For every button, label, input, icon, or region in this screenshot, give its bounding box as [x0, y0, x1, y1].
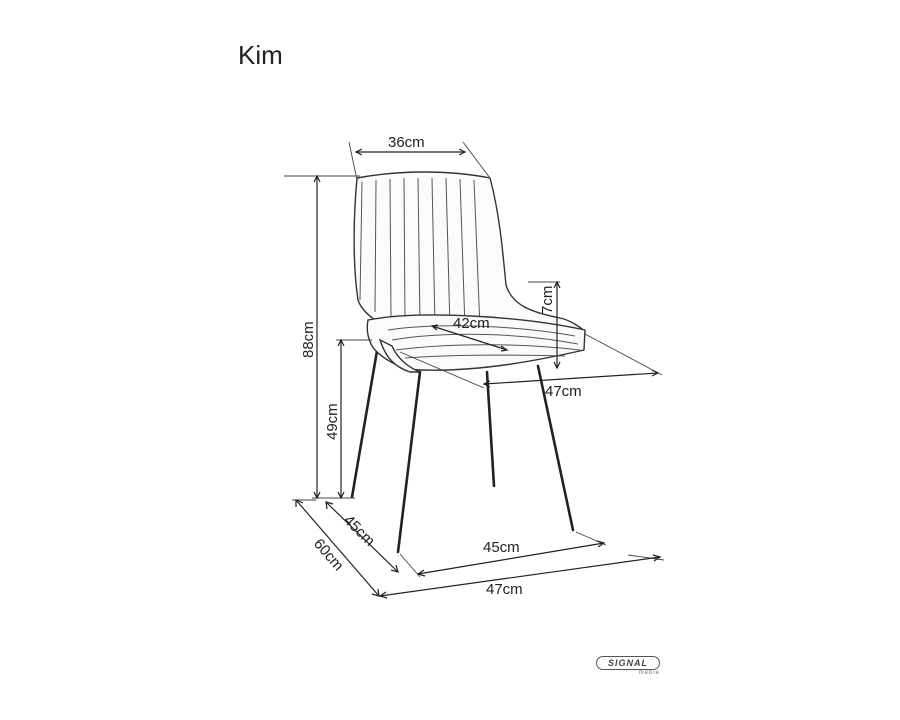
- front-right-leg: [536, 364, 575, 532]
- label-total-height: 88cm: [300, 321, 317, 358]
- chair-illustration: [350, 171, 586, 554]
- rear-right-leg: [485, 370, 496, 488]
- label-armrest-height: 7cm: [539, 286, 556, 314]
- label-seat-width: 47cm: [545, 383, 582, 400]
- front-left-leg: [396, 370, 422, 554]
- product-title: Kim: [238, 40, 283, 70]
- logo-brand: SIGNAL: [596, 656, 660, 670]
- seat-stitching: [387, 325, 581, 359]
- label-base-width: 45cm: [483, 539, 520, 556]
- label-overall-depth: 60cm: [310, 535, 347, 574]
- signal-logo: SIGNAL meble: [596, 656, 660, 676]
- logo-sub: meble: [638, 670, 660, 676]
- backrest: [353, 171, 586, 347]
- dimension-lines: [284, 141, 665, 599]
- label-seat-depth: 42cm: [453, 315, 490, 332]
- seat-cushion: [366, 314, 586, 371]
- label-base-depth: 45cm: [340, 512, 378, 550]
- label-seat-height: 49cm: [324, 403, 341, 440]
- backrest-stitching: [359, 177, 481, 329]
- rear-left-leg: [350, 343, 380, 499]
- label-backrest-width: 36cm: [388, 134, 425, 151]
- label-overall-width: 47cm: [486, 581, 523, 598]
